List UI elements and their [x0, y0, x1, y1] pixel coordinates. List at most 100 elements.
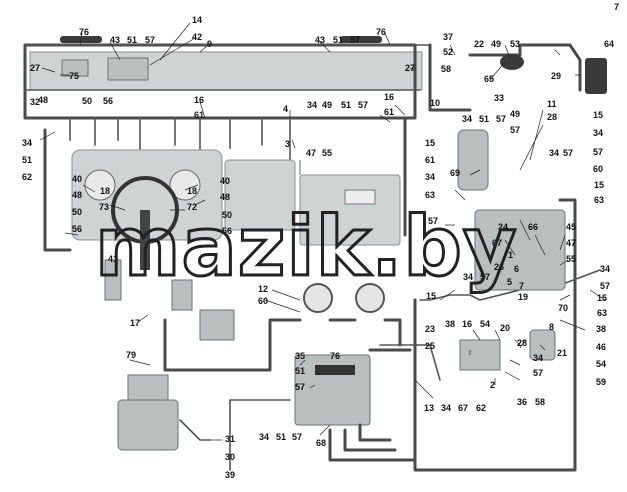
callout: 37 [443, 32, 453, 42]
callout: 34 [463, 272, 473, 282]
callout: 15 [426, 291, 436, 301]
callout: 26 [494, 262, 504, 272]
callout: 64 [604, 39, 614, 49]
callout: 61 [425, 155, 435, 165]
gauge-right [169, 169, 201, 201]
pedal-brake [171, 279, 193, 311]
callout: 56 [72, 224, 82, 234]
callout: 51 [127, 35, 137, 45]
callout: 51 [276, 432, 286, 442]
callout: 34 [533, 353, 543, 363]
roof-module [107, 57, 149, 81]
callout: 50 [82, 96, 92, 106]
callout: 67 [458, 403, 468, 413]
callout: 46 [596, 342, 606, 352]
callout: 34 [307, 100, 317, 110]
chamber-lines [268, 318, 402, 347]
callout: 48 [38, 95, 48, 105]
callout: 51 [295, 366, 305, 376]
callout: 42 [192, 32, 202, 42]
callout: 76 [376, 27, 386, 37]
callout: 34 [441, 403, 451, 413]
callout: 9 [207, 39, 212, 49]
callout: 67 [492, 238, 502, 248]
callout: 7 [614, 2, 619, 12]
callout: 16 [194, 95, 204, 105]
callout: 66 [528, 222, 538, 232]
callout: 12 [258, 284, 268, 294]
callout: 30 [225, 452, 235, 462]
callout: 57 [145, 35, 155, 45]
callout: 47 [566, 238, 576, 248]
callout: 59 [596, 377, 606, 387]
callout: 75 [69, 71, 79, 81]
callout: 29 [551, 71, 561, 81]
callout: 11 [547, 99, 557, 109]
brake-chamber-left [303, 283, 333, 313]
callout: 43 [315, 35, 325, 45]
callout: 38 [596, 324, 606, 334]
seat-line [179, 419, 211, 441]
callout: 62 [476, 403, 486, 413]
callout: 7 [519, 281, 524, 291]
callout: 65 [484, 74, 494, 84]
callout: 43 [110, 35, 120, 45]
callout: 14 [192, 15, 202, 25]
callout: 58 [441, 64, 451, 74]
callout: 3 [285, 139, 290, 149]
horn-valve [500, 54, 524, 70]
roof-lamp-left [61, 59, 89, 77]
callout: 18 [100, 186, 110, 196]
callout: 68 [316, 438, 326, 448]
bottom-harness [229, 344, 441, 471]
callout: 48 [72, 190, 82, 200]
callout: 16 [384, 92, 394, 102]
callout: 47 [306, 148, 316, 158]
callout: 34 [600, 264, 610, 274]
callout: 49 [510, 109, 520, 119]
callout: 51 [479, 114, 489, 124]
callout: 57 [358, 100, 368, 110]
pedal-accelerator [199, 309, 235, 341]
modulator-valve [459, 339, 501, 371]
callout: 54 [596, 359, 606, 369]
air-receiver [457, 129, 489, 191]
center-console [224, 159, 296, 231]
callout: 56 [103, 96, 113, 106]
callout: 2 [490, 380, 495, 390]
lower-right-loop [413, 198, 577, 472]
callout: 63 [597, 308, 607, 318]
callout: 41 [108, 254, 118, 264]
callout: 27 [30, 63, 40, 73]
steering-column [140, 210, 150, 270]
callout: 57 [563, 148, 573, 158]
callout: 33 [494, 93, 504, 103]
callout: 72 [187, 202, 197, 212]
callout-labels: 76 43 51 57 14 42 9 43 51 57 76 37 52 58… [22, 2, 619, 480]
callout: 34 [22, 138, 32, 148]
callout: 34 [549, 148, 559, 158]
callout: 57 [510, 125, 520, 135]
wiper-blade-right [340, 36, 382, 43]
callout: 18 [187, 186, 197, 196]
callout: 79 [126, 350, 136, 360]
callout: 23 [425, 324, 435, 334]
callout: 51 [341, 100, 351, 110]
callout: 8 [549, 322, 554, 332]
callout: 57 [480, 272, 490, 282]
callout: 38 [445, 319, 455, 329]
callout: 57 [600, 281, 610, 291]
callout: 61 [384, 107, 394, 117]
callout: 40 [72, 174, 82, 184]
callout: 49 [491, 39, 501, 49]
control-display [344, 189, 376, 205]
callout: 49 [322, 100, 332, 110]
callout: 17 [130, 318, 140, 328]
callout: 27 [405, 63, 415, 73]
callout: 54 [480, 319, 490, 329]
callout: 73 [99, 202, 109, 212]
callout: 15 [597, 293, 607, 303]
callout: 5 [507, 277, 512, 287]
